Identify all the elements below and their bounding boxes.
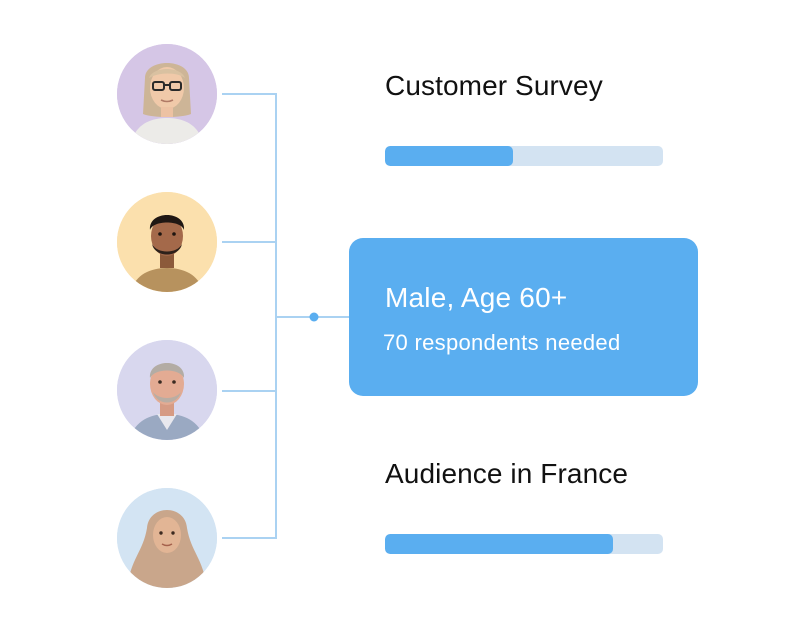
survey-progress-fill [385, 146, 513, 166]
older-man-avatar-icon [117, 340, 217, 440]
young-man-avatar-icon [117, 192, 217, 292]
avatar-woman-hijab [117, 488, 217, 588]
audience-title: Audience in France [385, 458, 629, 489]
woman-hijab-avatar-icon [117, 488, 217, 588]
audience-progress-bar [385, 534, 663, 554]
survey-progress-bar [385, 146, 663, 166]
respondents-needed: 70 respondents needed [383, 330, 621, 355]
audience-progress-fill [385, 534, 613, 554]
segment-title: Male, Age 60+ [385, 282, 568, 313]
segment-card: Male, Age 60+ 70 respondents needed [349, 238, 698, 396]
avatar-older-man [117, 340, 217, 440]
avatar-woman-glasses [117, 44, 217, 144]
survey-title: Customer Survey [385, 70, 603, 101]
avatar-young-man [117, 192, 217, 292]
woman-glasses-avatar-icon [117, 44, 217, 144]
connector-dot [309, 312, 319, 322]
